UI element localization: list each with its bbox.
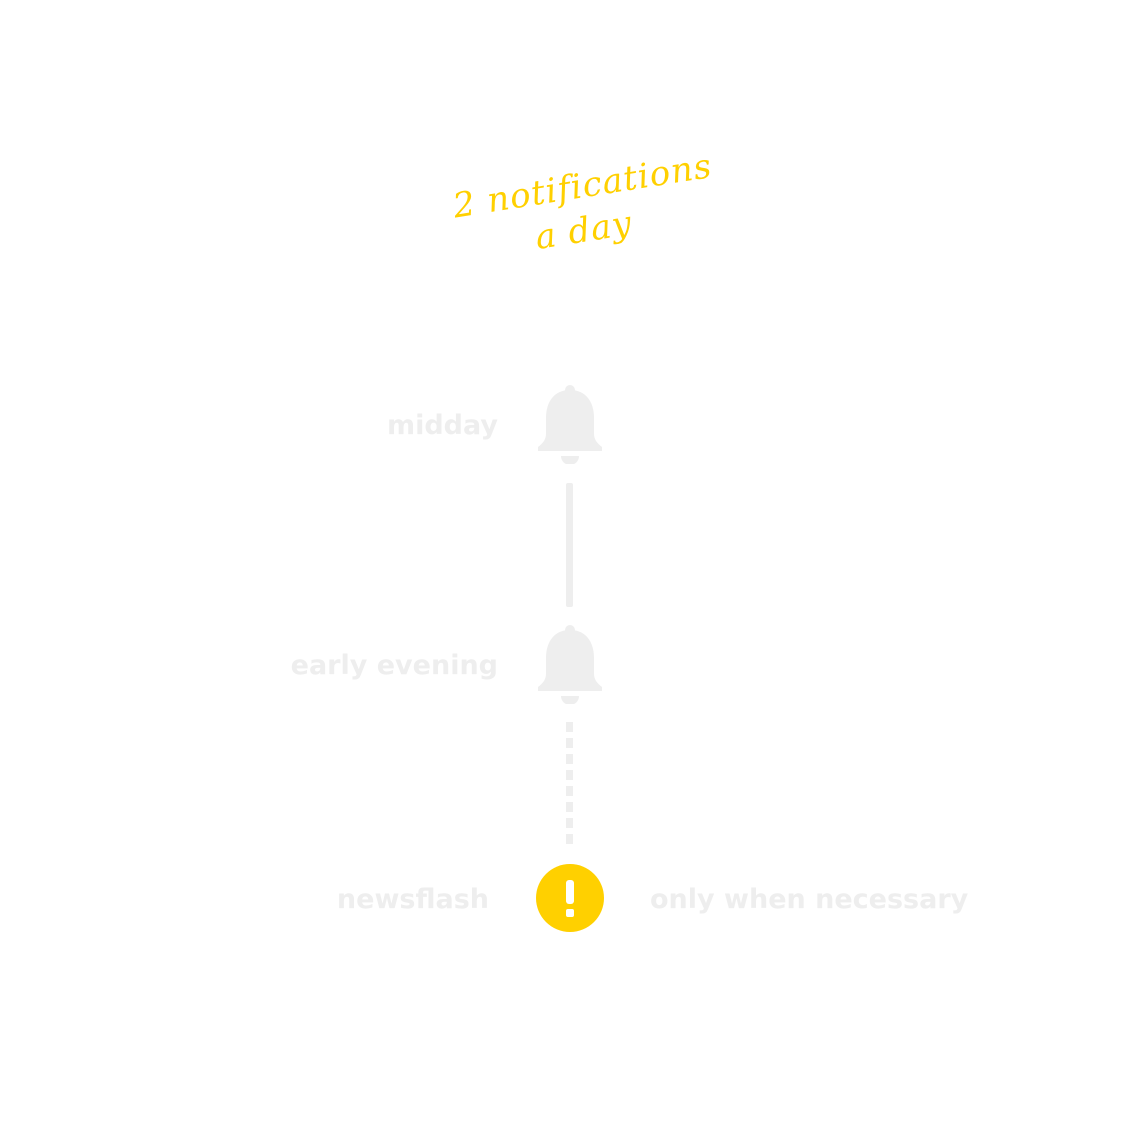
bell-icon <box>536 624 604 705</box>
alert-icon <box>536 864 604 932</box>
midday-label: midday <box>386 410 498 441</box>
newsflash-label: newsflash <box>336 884 489 915</box>
dashed-connector <box>566 722 573 846</box>
solid-connector <box>566 483 573 607</box>
early-evening-label: early evening <box>290 650 498 681</box>
newsflash-note: only when necessary <box>650 884 969 915</box>
headline: 2 notifications a day <box>450 146 719 323</box>
bell-icon <box>536 384 604 465</box>
